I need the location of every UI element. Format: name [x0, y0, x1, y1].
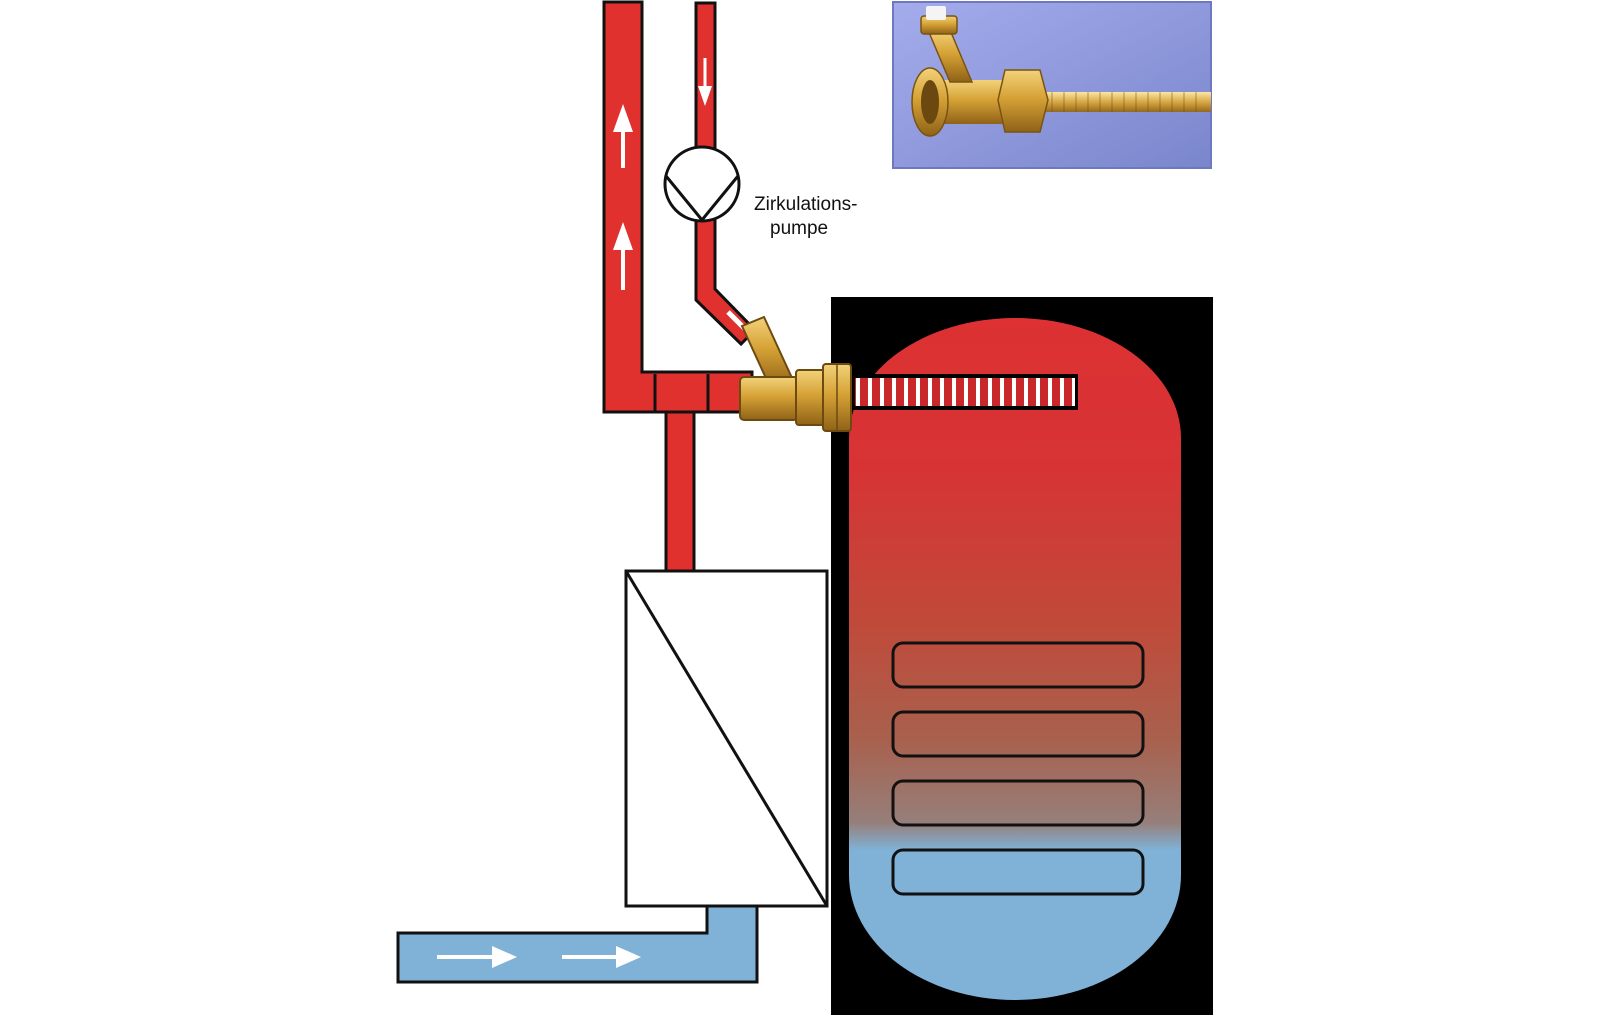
arrow-icon [562, 946, 641, 968]
arrow-icon [437, 946, 517, 968]
storage-tank [831, 297, 1213, 1015]
pump-label-line1: Zirkulations- [754, 194, 857, 215]
cold-water-pipe [396, 903, 759, 984]
heat-exchanger-icon [624, 569, 829, 908]
y-strainer-valve-icon [739, 315, 852, 432]
pump-symbol-icon [663, 145, 741, 223]
arrow-icon [613, 104, 633, 168]
pump-label-line2: pumpe [770, 218, 828, 239]
circulation-lance [852, 374, 1078, 410]
heating-coil [891, 641, 1145, 896]
valve-photo [892, 1, 1212, 169]
arrow-icon [613, 222, 633, 290]
arrow-icon [698, 58, 712, 106]
hot-water-pipe [602, 0, 754, 573]
